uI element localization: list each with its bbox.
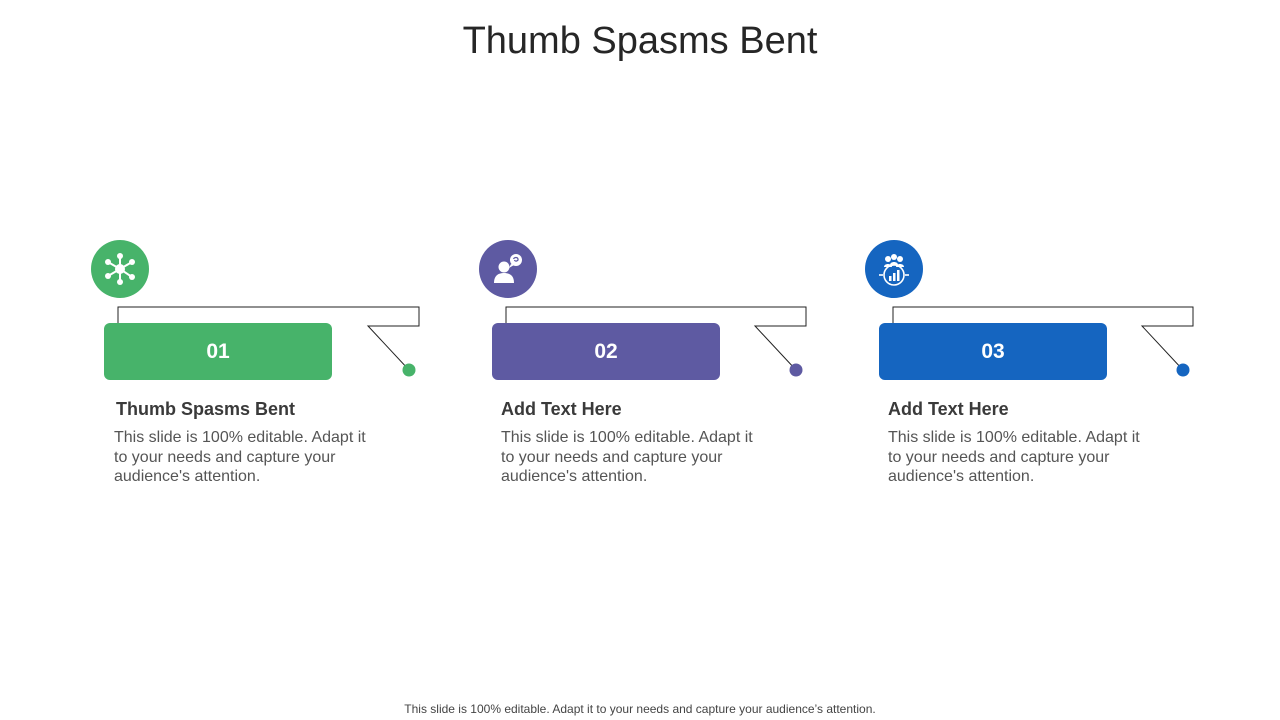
slide-title: Thumb Spasms Bent	[462, 20, 818, 62]
step-description: This slide is 100% editable. Adapt it to…	[501, 429, 753, 485]
connector-line	[892, 306, 1194, 377]
team-growth-icon	[865, 240, 923, 298]
person-speech-icon	[479, 240, 537, 298]
step-number-box: 02	[492, 323, 720, 380]
connector-dot	[1176, 363, 1190, 377]
footer-note: This slide is 100% editable. Adapt it to…	[404, 702, 876, 716]
connector-dot	[402, 363, 416, 377]
step-title: Thumb Spasms Bent	[116, 399, 296, 419]
step-title: Add Text Here	[888, 399, 1009, 419]
step-card-1: 01 Thumb Spasms Bent This slide is 100% …	[91, 240, 431, 500]
step-title: Add Text Here	[501, 399, 622, 419]
step-number-box: 03	[879, 323, 1107, 380]
step-number-box: 01	[104, 323, 332, 380]
network-icon	[91, 240, 149, 298]
step-description: This slide is 100% editable. Adapt it to…	[114, 429, 366, 485]
step-card-2: 02 Add Text Here This slide is 100% edit…	[479, 240, 819, 500]
connector-line	[505, 306, 807, 377]
step-description: This slide is 100% editable. Adapt it to…	[888, 429, 1140, 485]
connector-line	[117, 306, 420, 377]
connector-dot	[789, 363, 803, 377]
step-card-3: 03 Add Text Here This slide is 100% edit…	[865, 240, 1205, 500]
